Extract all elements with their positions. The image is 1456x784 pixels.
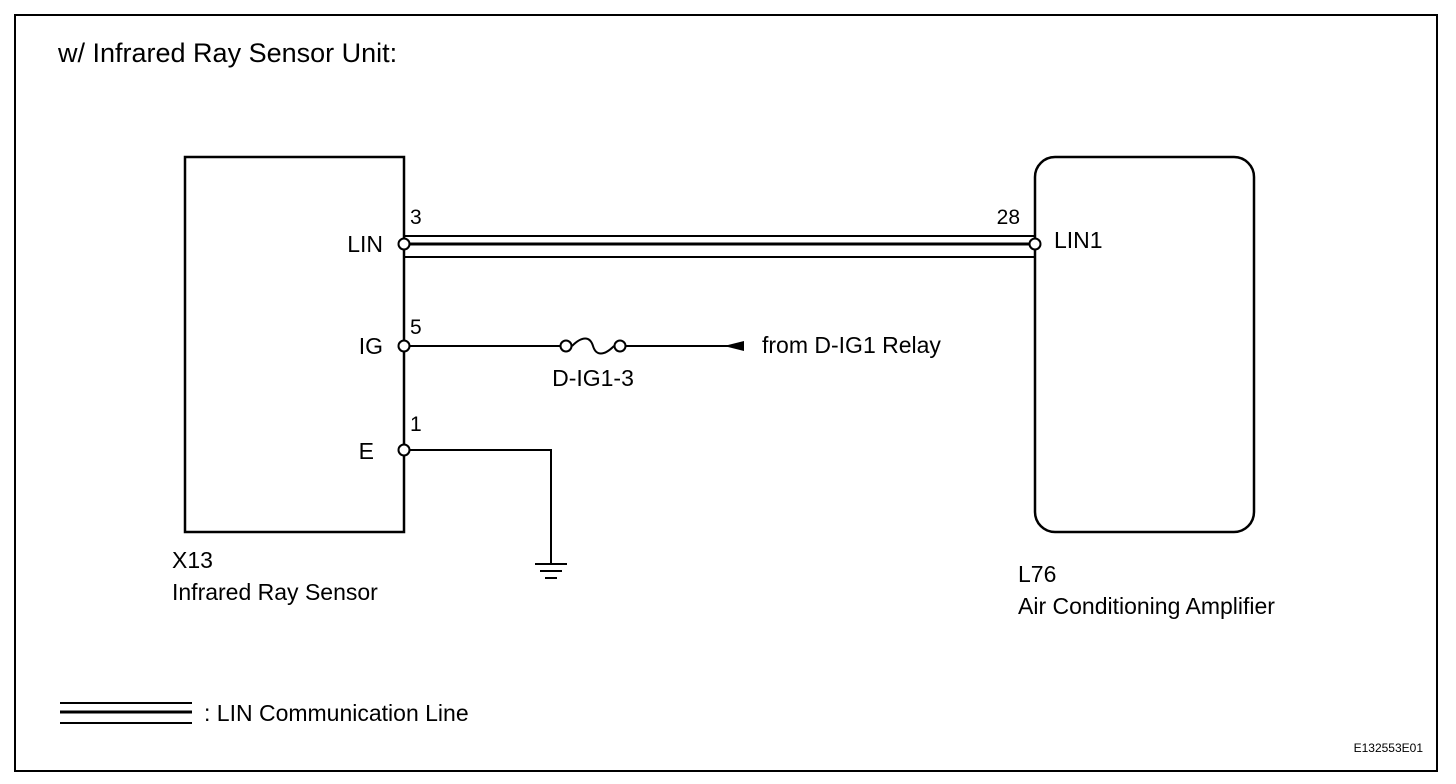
ground-icon <box>535 563 567 579</box>
terminal-lin <box>397 237 411 251</box>
pin-number-lin1: 28 <box>997 206 1020 229</box>
fuse-icon <box>559 337 627 355</box>
figure-code: E132553E01 <box>1354 741 1424 755</box>
diagram-title: w/ Infrared Ray Sensor Unit: <box>57 38 397 68</box>
fuse-label: D-IG1-3 <box>552 365 634 391</box>
sensor-name: Infrared Ray Sensor <box>172 579 378 605</box>
source-label: from D-IG1 Relay <box>762 332 941 358</box>
terminal-ig <box>397 339 411 353</box>
pin-label-lin1: LIN1 <box>1054 227 1103 253</box>
pin-number-lin: 3 <box>410 206 422 229</box>
air-conditioning-amplifier-box <box>1033 155 1256 534</box>
amplifier-name: Air Conditioning Amplifier <box>1018 593 1275 619</box>
ground-wire <box>404 449 552 564</box>
sensor-code: X13 <box>172 547 213 573</box>
infrared-ray-sensor-box <box>183 155 406 534</box>
pin-label-ig: IG <box>359 333 383 359</box>
lin-communication-line <box>404 235 1035 258</box>
pin-label-e: E <box>359 438 374 464</box>
pin-label-lin: LIN <box>347 231 383 257</box>
pin-number-e: 1 <box>410 413 422 436</box>
arrow-icon <box>724 341 744 351</box>
legend-line-icon <box>60 702 192 724</box>
legend-text: : LIN Communication Line <box>204 700 469 726</box>
amplifier-code: L76 <box>1018 561 1056 587</box>
terminal-e <box>397 443 411 457</box>
terminal-lin1 <box>1028 237 1042 251</box>
pin-number-ig: 5 <box>410 316 422 339</box>
